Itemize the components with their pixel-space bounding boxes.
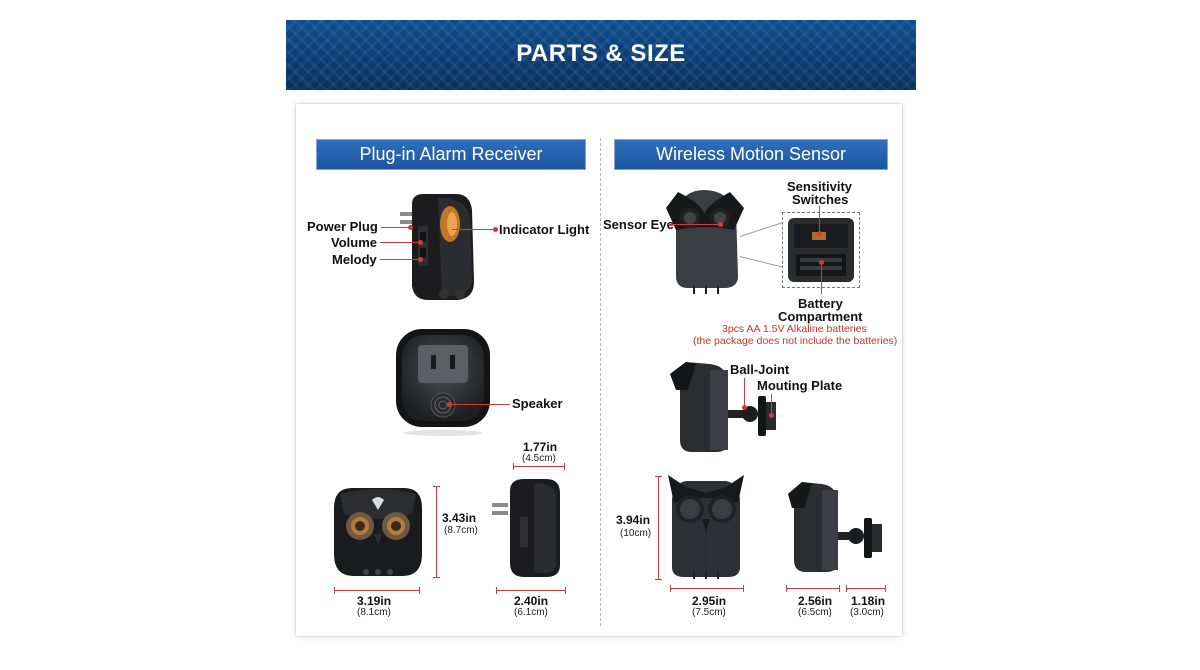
melody-label: Melody (332, 252, 377, 267)
receiver-height-metric: (8.7cm) (444, 525, 478, 536)
sensor-depth-value: 2.56in (798, 594, 833, 608)
receiver-back-view-image (396, 329, 490, 436)
receiver-depth-value: 1.77in (523, 440, 558, 454)
battery-note-line2: (the package does not include the batter… (693, 335, 898, 347)
receiver-section-label: Plug-in Alarm Receiver (316, 139, 586, 170)
receiver-side-width-value: 2.40in (514, 594, 549, 608)
sensor-plate-metric: (3.0cm) (850, 607, 884, 618)
receiver-side-width-metric: (6.1cm) (514, 607, 548, 618)
receiver-height-value: 3.43in (442, 511, 477, 525)
battery-compartment-label-line2: Compartment (778, 309, 863, 324)
sensitivity-switches-label-line1: Sensitivity (787, 179, 853, 194)
mounting-plate-label: Mouting Plate (757, 378, 843, 393)
header-banner: PARTS & SIZE (286, 20, 916, 90)
sensitivity-switches-label-line2: Switches (792, 192, 849, 207)
sensor-eye-label: Sensor Eye (603, 217, 674, 232)
battery-compartment-label-line1: Battery (798, 296, 843, 311)
receiver-front-view-image (334, 488, 422, 576)
sensor-section-label: Wireless Motion Sensor (614, 139, 888, 170)
sensor-width-value: 2.95in (692, 594, 727, 608)
receiver-depth-metric: (4.5cm) (522, 453, 556, 464)
sensor-height-value: 3.94in (616, 513, 651, 527)
power-plug-label: Power Plug (307, 219, 378, 234)
sensor-angled-view-image (666, 190, 744, 294)
receiver-width-value: 3.19in (357, 594, 392, 608)
sensor-mount-view-image (670, 362, 776, 452)
indicator-light-label: Indicator Light (499, 222, 590, 237)
receiver-side-dimension-image (492, 479, 560, 577)
ball-joint-label: Ball-Joint (730, 362, 790, 377)
speaker-label: Speaker (512, 396, 563, 411)
sensor-side-dimension-image (788, 482, 882, 572)
section-divider (600, 138, 601, 626)
volume-label: Volume (331, 235, 377, 250)
receiver-side-view-image (400, 194, 474, 300)
sensor-plate-value: 1.18in (851, 594, 886, 608)
sensor-front-view-image (668, 475, 744, 579)
receiver-width-metric: (8.1cm) (357, 607, 391, 618)
sensor-depth-metric: (6.5cm) (798, 607, 832, 618)
page-title: PARTS & SIZE (516, 40, 686, 67)
sensor-width-metric: (7.5cm) (692, 607, 726, 618)
sensor-height-metric: (10cm) (620, 528, 652, 539)
battery-note-line1: 3pcs AA 1.5V Alkaline batteries (722, 323, 867, 335)
